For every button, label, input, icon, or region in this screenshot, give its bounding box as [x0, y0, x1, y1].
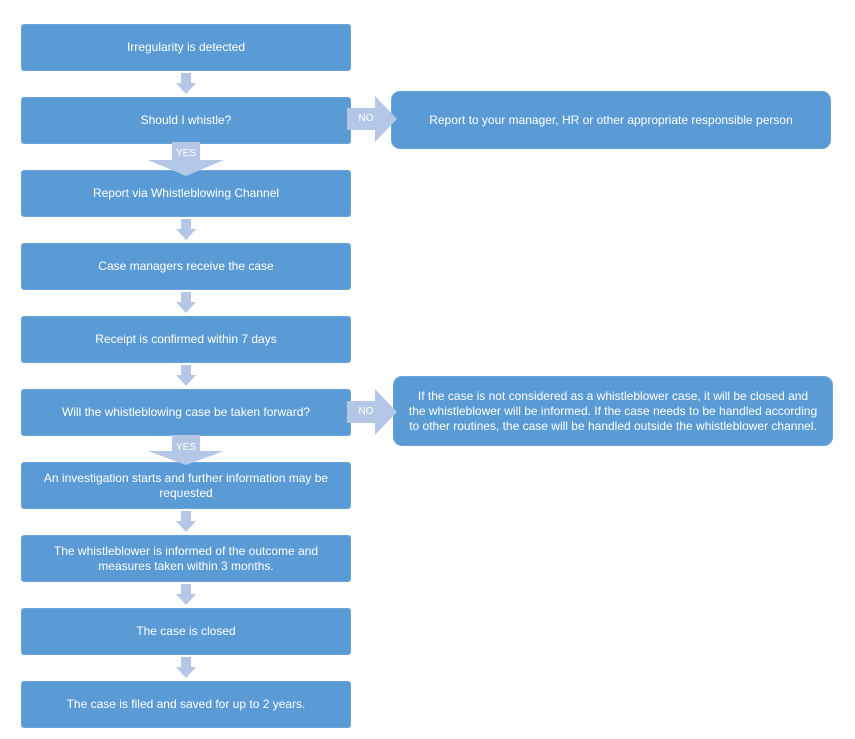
right-arrow-icon — [347, 389, 397, 435]
step-case-closed: The case is closed — [21, 608, 351, 655]
down-arrow-icon — [176, 657, 196, 678]
step-irregularity-detected: Irregularity is detected — [21, 24, 351, 71]
step-label: The case is filed and saved for up to 2 … — [66, 697, 306, 711]
step-report-via-channel: Report via Whistleblowing Channel — [21, 170, 351, 217]
down-arrow-icon — [176, 365, 196, 386]
step-case-taken-forward: Will the whistleblowing case be taken fo… — [21, 389, 351, 436]
down-arrow-icon — [148, 435, 224, 465]
step-label: Report via Whistleblowing Channel — [92, 186, 280, 200]
step-label: Receipt is confirmed within 7 days — [95, 332, 277, 346]
step-case-filed: The case is filed and saved for up to 2 … — [21, 681, 351, 728]
outcome-label: Report to your manager, HR or other appr… — [429, 112, 793, 127]
no-arrow-whistle: NO — [347, 96, 397, 142]
step-should-i-whistle: Should I whistle? — [21, 97, 351, 144]
step-whistleblower-informed: The whistleblower is informed of the out… — [21, 535, 351, 582]
step-label: Irregularity is detected — [126, 40, 246, 54]
step-label: The whistleblower is informed of the out… — [53, 543, 319, 573]
no-label: NO — [358, 113, 374, 124]
outcome-label: If the case is not considered as a whist… — [408, 388, 818, 433]
step-label: Will the whistleblowing case be taken fo… — [61, 405, 311, 419]
step-label: The case is closed — [136, 624, 236, 638]
step-investigation-starts: An investigation starts and further info… — [21, 462, 351, 509]
down-arrow-icon — [148, 142, 224, 176]
down-arrow-icon — [176, 292, 196, 313]
down-arrow-icon — [176, 584, 196, 605]
no-label: NO — [358, 406, 374, 417]
outcome-report-to-manager: Report to your manager, HR or other appr… — [391, 91, 831, 149]
step-case-managers-receive: Case managers receive the case — [21, 243, 351, 290]
step-receipt-confirmed: Receipt is confirmed within 7 days — [21, 316, 351, 363]
step-label: An investigation starts and further info… — [43, 470, 329, 500]
right-arrow-icon — [347, 96, 397, 142]
step-label: Case managers receive the case — [98, 259, 274, 273]
outcome-not-whistleblower-case: If the case is not considered as a whist… — [393, 376, 833, 446]
yes-arrow-whistle: YES — [148, 142, 224, 176]
down-arrow-icon — [176, 219, 196, 240]
down-arrow-icon — [176, 511, 196, 532]
yes-label: YES — [175, 442, 196, 453]
down-arrow-icon — [176, 73, 196, 94]
yes-label: YES — [175, 148, 196, 159]
yes-arrow-forward: YES — [148, 435, 224, 465]
no-arrow-forward: NO — [347, 389, 397, 435]
step-label: Should I whistle? — [140, 113, 232, 127]
